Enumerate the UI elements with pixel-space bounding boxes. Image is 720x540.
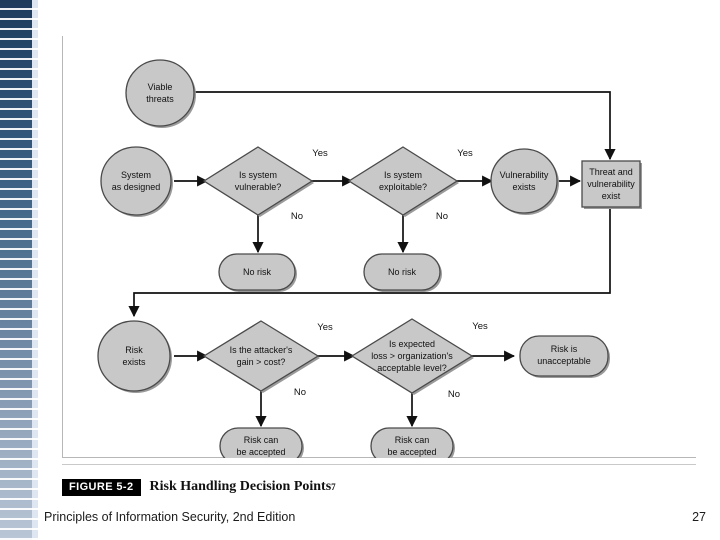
node-no-risk-1-label: No risk xyxy=(243,267,272,277)
node-viable-threats-line2: threats xyxy=(146,94,174,104)
node-vulnerability-exists-line2: exists xyxy=(512,182,536,192)
edge-label-no-1: No xyxy=(291,211,303,222)
node-is-attacker-gain-gt-cost: Is the attacker's gain > cost? Yes No xyxy=(202,320,333,398)
node-accepted-2-line1: Risk can xyxy=(395,435,430,445)
node-threat-box-line2: vulnerability xyxy=(587,179,635,189)
node-vulnerability-exists-line1: Vulnerability xyxy=(500,170,549,180)
node-no-risk-2-label: No risk xyxy=(388,267,417,277)
node-system-as-designed: System as designed xyxy=(100,146,173,217)
node-loss-line2: loss > organization's xyxy=(371,351,453,361)
node-threat-box-line3: exist xyxy=(602,191,621,201)
risk-handling-flowchart: Viable threats System as designed Is sys… xyxy=(97,59,642,458)
edge-label-no-2: No xyxy=(436,211,448,222)
node-risk-exists: Risk exists xyxy=(97,320,172,393)
node-is-system-exploitable-line2: exploitable? xyxy=(379,182,427,192)
edge-label-yes-1: Yes xyxy=(312,148,328,159)
node-vulnerability-exists: Vulnerability exists xyxy=(490,148,559,215)
node-loss-line1: Is expected xyxy=(389,339,435,349)
node-risk-is-unacceptable: Risk is unacceptable xyxy=(519,335,610,378)
node-viable-threats: Viable threats xyxy=(125,59,196,128)
edge-label-yes-3: Yes xyxy=(317,322,333,333)
node-gain-line2: gain > cost? xyxy=(237,357,286,367)
node-risk-can-be-accepted-1: Risk can be accepted xyxy=(219,427,304,458)
node-is-system-exploitable: Is system exploitable? Yes No xyxy=(347,146,473,222)
figure-caption-text: Risk Handling Decision Points xyxy=(149,479,332,494)
node-risk-exists-line1: Risk xyxy=(125,345,143,355)
node-is-expected-loss-gt-acceptable: Is expected loss > organization's accept… xyxy=(350,318,488,400)
node-accepted-2-line2: be accepted xyxy=(387,447,436,457)
node-viable-threats-line1: Viable xyxy=(148,82,173,92)
node-is-system-vulnerable: Is system vulnerable? Yes No xyxy=(202,146,328,222)
node-unacceptable-line1: Risk is xyxy=(551,344,578,354)
node-system-as-designed-line2: as designed xyxy=(112,182,161,192)
node-no-risk-1: No risk xyxy=(218,253,297,292)
node-loss-line3: acceptable level? xyxy=(377,363,447,373)
figure-footnote-marker: 7 xyxy=(331,482,336,492)
node-unacceptable-line2: unacceptable xyxy=(537,356,591,366)
node-no-risk-2: No risk xyxy=(363,253,442,292)
figure-number-badge: FIGURE 5-2 xyxy=(62,478,141,496)
slide-sidebar-decoration xyxy=(0,0,38,540)
edge-label-no-3: No xyxy=(294,387,306,398)
node-risk-exists-line2: exists xyxy=(122,357,146,367)
figure-container: Viable threats System as designed Is sys… xyxy=(62,36,696,496)
node-risk-can-be-accepted-2: Risk can be accepted xyxy=(370,427,455,458)
figure-caption: FIGURE 5-2 Risk Handling Decision Points… xyxy=(62,476,696,498)
edge-label-yes-2: Yes xyxy=(457,148,473,159)
edge-viable-threats-to-threat-box xyxy=(192,91,616,161)
footer-page-number: 27 xyxy=(692,510,706,524)
footer-title-text: Principles of Information Security, 2nd … xyxy=(44,510,296,524)
node-is-system-exploitable-line1: Is system xyxy=(384,170,422,180)
node-accepted-1-line1: Risk can xyxy=(244,435,279,445)
edge-threat-box-to-risk-exists xyxy=(128,206,611,318)
slide-footer: Principles of Information Security, 2nd … xyxy=(0,500,720,540)
figure-caption-rule xyxy=(62,464,696,465)
edge-label-yes-4: Yes xyxy=(472,321,488,332)
node-threat-and-vulnerability-exist: Threat and vulnerability exist xyxy=(581,160,642,209)
node-accepted-1-line2: be accepted xyxy=(236,447,285,457)
sidebar-edge-band xyxy=(32,0,38,540)
node-threat-box-line1: Threat and xyxy=(589,167,633,177)
node-system-as-designed-line1: System xyxy=(121,170,151,180)
node-is-system-vulnerable-line2: vulnerable? xyxy=(235,182,282,192)
edge-label-no-4: No xyxy=(448,389,460,400)
node-gain-line1: Is the attacker's xyxy=(230,345,293,355)
node-is-system-vulnerable-line1: Is system xyxy=(239,170,277,180)
sidebar-stripe-lines xyxy=(0,0,32,540)
